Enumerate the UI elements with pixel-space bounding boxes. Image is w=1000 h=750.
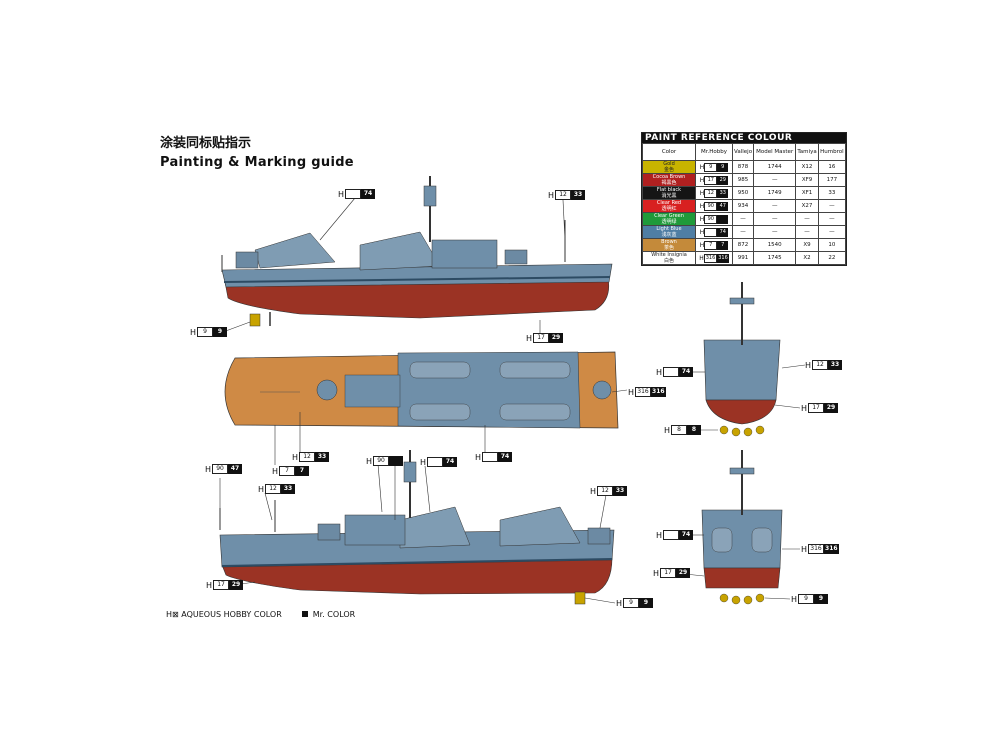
paint-reference-table: PAINT REFERENCE COLOUR Color Mr.Hobby Va…: [641, 132, 847, 266]
paint-table-grid: Color Mr.Hobby Vallejo Model Master Tami…: [642, 143, 847, 265]
color-name-cn: 消光黑: [661, 193, 677, 199]
side-view-top: [221, 176, 613, 327]
color-name-cn: 褐黑色: [661, 180, 677, 186]
color-name: White Insignia: [651, 252, 687, 258]
color-name: Flat black: [656, 187, 682, 193]
guide-title-cn: 涂装同标贴指示: [160, 136, 252, 151]
color-name-cn: 白色: [663, 258, 674, 264]
vallejo-code: 985: [731, 173, 755, 187]
vallejo-code: 991: [731, 251, 755, 265]
color-name: Clear Red: [656, 200, 682, 206]
legend-aqueous: H⊠ AQUEOUS HOBBY COLOR: [166, 610, 282, 619]
rear-view: [701, 450, 783, 605]
color-name-cn: 金色: [663, 167, 674, 173]
color-name: Light Blue: [656, 226, 682, 232]
color-name-cn: 茶色: [663, 245, 674, 251]
guide-title-en: Painting & Marking guide: [160, 155, 354, 170]
black-square-icon: [301, 611, 308, 617]
deck-plan-view: [224, 351, 619, 429]
legend-mr-color: Mr. COLOR: [301, 610, 355, 619]
color-name: Cocoa Brown: [652, 174, 686, 180]
model-master-code: 1745: [753, 251, 797, 265]
color-name-cn: 浅灰蓝: [661, 232, 677, 238]
color-name-cn: 透明绿: [661, 219, 677, 225]
model-master-code: 1744: [753, 160, 797, 174]
paint-table-heading: PAINT REFERENCE COLOUR: [642, 133, 846, 143]
humbrol-code: 33: [817, 186, 847, 200]
guide-title: 涂装同标贴指示 Painting & Marking guide: [160, 134, 354, 172]
front-view: [703, 282, 781, 437]
color-name-cn: 透明红: [661, 206, 677, 212]
humbrol-code: 22: [817, 251, 847, 265]
color-legend: H⊠ AQUEOUS HOBBY COLOR Mr. COLOR: [166, 610, 355, 619]
color-name: Gold: [663, 161, 675, 167]
color-name: Clear Green: [654, 213, 684, 219]
color-name: Brown: [661, 239, 677, 245]
